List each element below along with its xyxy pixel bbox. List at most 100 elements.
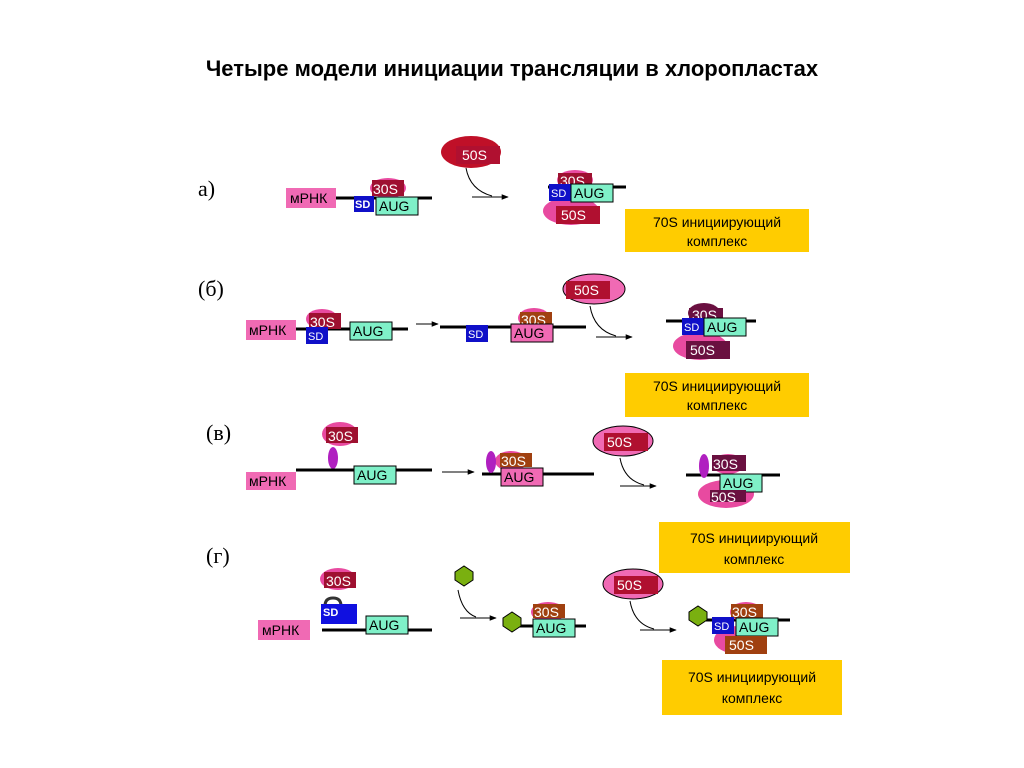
aug-box (532, 618, 576, 638)
aug-label: AUG (574, 185, 604, 201)
sd-label: SD (684, 322, 699, 334)
panel-v: (в) 30S мРНК AUG 30S AUG 50S 30S AUG 50S (206, 420, 850, 573)
large-subunit-label: 50S (729, 637, 754, 653)
sd-box (549, 184, 571, 201)
aug-label: AUG (504, 469, 534, 485)
small-subunit-label: 30S (328, 428, 353, 444)
panel-g: (г) 30S SD мРНК AUG 30S AUG 50S 30S (206, 543, 842, 715)
panel-label-g: (г) (206, 543, 230, 568)
aug-box (500, 467, 544, 487)
aug-box (349, 321, 393, 341)
large-subunit-box (725, 636, 767, 654)
small-subunit-label: 30S (326, 573, 351, 589)
complex-line1: 70S инициирующий (690, 530, 818, 546)
aug-box (365, 615, 409, 635)
panel-b: (б) мРНК 30S SD AUG SD 30S AUG 50S 30S S… (198, 273, 809, 417)
small-subunit-label: 30S (501, 453, 526, 469)
curved-arrow (619, 457, 645, 486)
sd-label: SD (551, 188, 566, 200)
sd-label: SD (468, 329, 483, 341)
aug-box (570, 183, 614, 203)
large-subunit-label: 50S (617, 577, 642, 593)
large-subunit-box (604, 433, 648, 451)
complex-line1: 70S инициирующий (688, 669, 816, 685)
small-subunit-box (324, 572, 356, 588)
large-subunit-label: 50S (690, 342, 715, 358)
aug-label: AUG (707, 319, 737, 335)
sd-label: SD (308, 331, 323, 343)
small-subunit-box (326, 427, 358, 443)
initiation-factor-hexagon (688, 605, 708, 627)
mrna-box (286, 188, 336, 208)
large-subunit-box (686, 341, 730, 359)
small-subunit-box (500, 453, 532, 467)
aug-box (703, 317, 747, 337)
complex-line2: комплекс (724, 551, 785, 567)
panel-label-v: (в) (206, 420, 231, 445)
aug-box (353, 465, 397, 485)
large-subunit-box (456, 146, 500, 164)
mrna-label: мРНК (249, 473, 287, 489)
factor-ellipse (699, 454, 709, 478)
complex-line2: комплекс (687, 233, 748, 249)
mrna-box (246, 472, 296, 490)
sd-box (682, 318, 704, 335)
page-title: Четыре модели инициации трансляции в хло… (206, 56, 819, 81)
complex-line2: комплекс (722, 690, 783, 706)
hairpin (323, 596, 343, 607)
aug-box (375, 196, 419, 216)
panel-label-a: а) (198, 176, 215, 201)
initiation-factor-hexagon (502, 611, 522, 633)
curved-arrow (629, 600, 655, 630)
large-subunit-label: 50S (607, 434, 632, 450)
panel-a: а) мРНК 30S SD AUG 50S 30S SD AUG (198, 136, 809, 252)
curved-arrow (457, 589, 477, 618)
mrna-box (246, 320, 296, 340)
aug-label: AUG (514, 325, 544, 341)
sd-box (354, 196, 374, 212)
aug-label: AUG (739, 619, 769, 635)
small-subunit-box (712, 455, 746, 471)
complex-box (659, 522, 850, 573)
factor-ellipse (328, 447, 338, 469)
panel-label-b: (б) (198, 276, 224, 301)
small-subunit-box (533, 604, 565, 618)
small-subunit-label: 30S (310, 314, 335, 330)
mrna-label: мРНК (290, 190, 328, 206)
mrna-label: мРНК (262, 622, 300, 638)
large-subunit-label: 50S (711, 489, 736, 505)
aug-label: AUG (357, 467, 387, 483)
small-subunit-box (731, 604, 763, 618)
small-subunit-label: 30S (534, 604, 559, 620)
aug-label: AUG (536, 620, 566, 636)
sd-label: SD (714, 621, 729, 633)
curved-arrow (465, 167, 493, 197)
small-subunit-box (520, 312, 552, 326)
sd-label: SD (323, 607, 338, 619)
factor-ellipse (486, 451, 496, 473)
small-subunit-label: 30S (713, 456, 738, 472)
large-subunit-label: 50S (574, 282, 599, 298)
initiation-factor-hexagon (454, 565, 474, 587)
large-subunit-box (614, 576, 658, 594)
sd-box (466, 325, 488, 342)
sd-box (712, 617, 734, 634)
large-subunit-label: 50S (462, 147, 487, 163)
sd-box (321, 604, 357, 624)
complex-box (662, 660, 842, 715)
aug-box (510, 323, 554, 343)
mrna-box (258, 620, 310, 640)
aug-label: AUG (723, 475, 753, 491)
large-subunit-box (566, 281, 610, 299)
small-subunit-label: 30S (732, 604, 757, 620)
aug-label: AUG (353, 323, 383, 339)
complex-box (625, 373, 809, 417)
aug-label: AUG (369, 617, 399, 633)
small-subunit-box (309, 313, 341, 329)
small-subunit-label: 30S (373, 181, 398, 197)
aug-label: AUG (379, 198, 409, 214)
mrna-label: мРНК (249, 322, 287, 338)
small-subunit-box (372, 180, 404, 196)
complex-box (625, 209, 809, 252)
complex-line1: 70S инициирующий (653, 214, 781, 230)
